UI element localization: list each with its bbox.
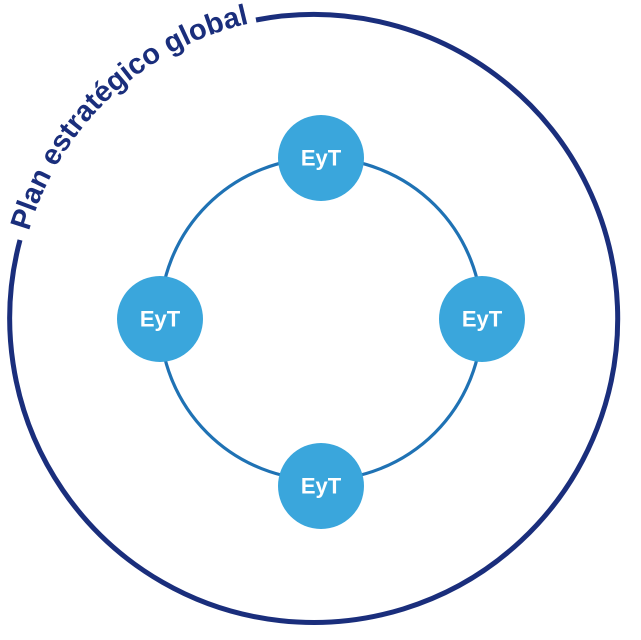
node-top: EyT	[278, 115, 364, 201]
node-left-circle	[117, 276, 203, 362]
node-bottom: EyT	[278, 443, 364, 529]
node-right-label: EyT	[462, 307, 503, 332]
node-right-circle	[439, 276, 525, 362]
node-right: EyT	[439, 276, 525, 362]
outer-ring	[7, 11, 621, 625]
node-top-circle	[278, 115, 364, 201]
node-bottom-circle	[278, 443, 364, 529]
node-top-label: EyT	[301, 146, 342, 171]
node-left-label: EyT	[140, 307, 181, 332]
node-left: EyT	[117, 276, 203, 362]
inner-cycle-ring	[158, 156, 484, 482]
node-bottom-label: EyT	[301, 474, 342, 499]
